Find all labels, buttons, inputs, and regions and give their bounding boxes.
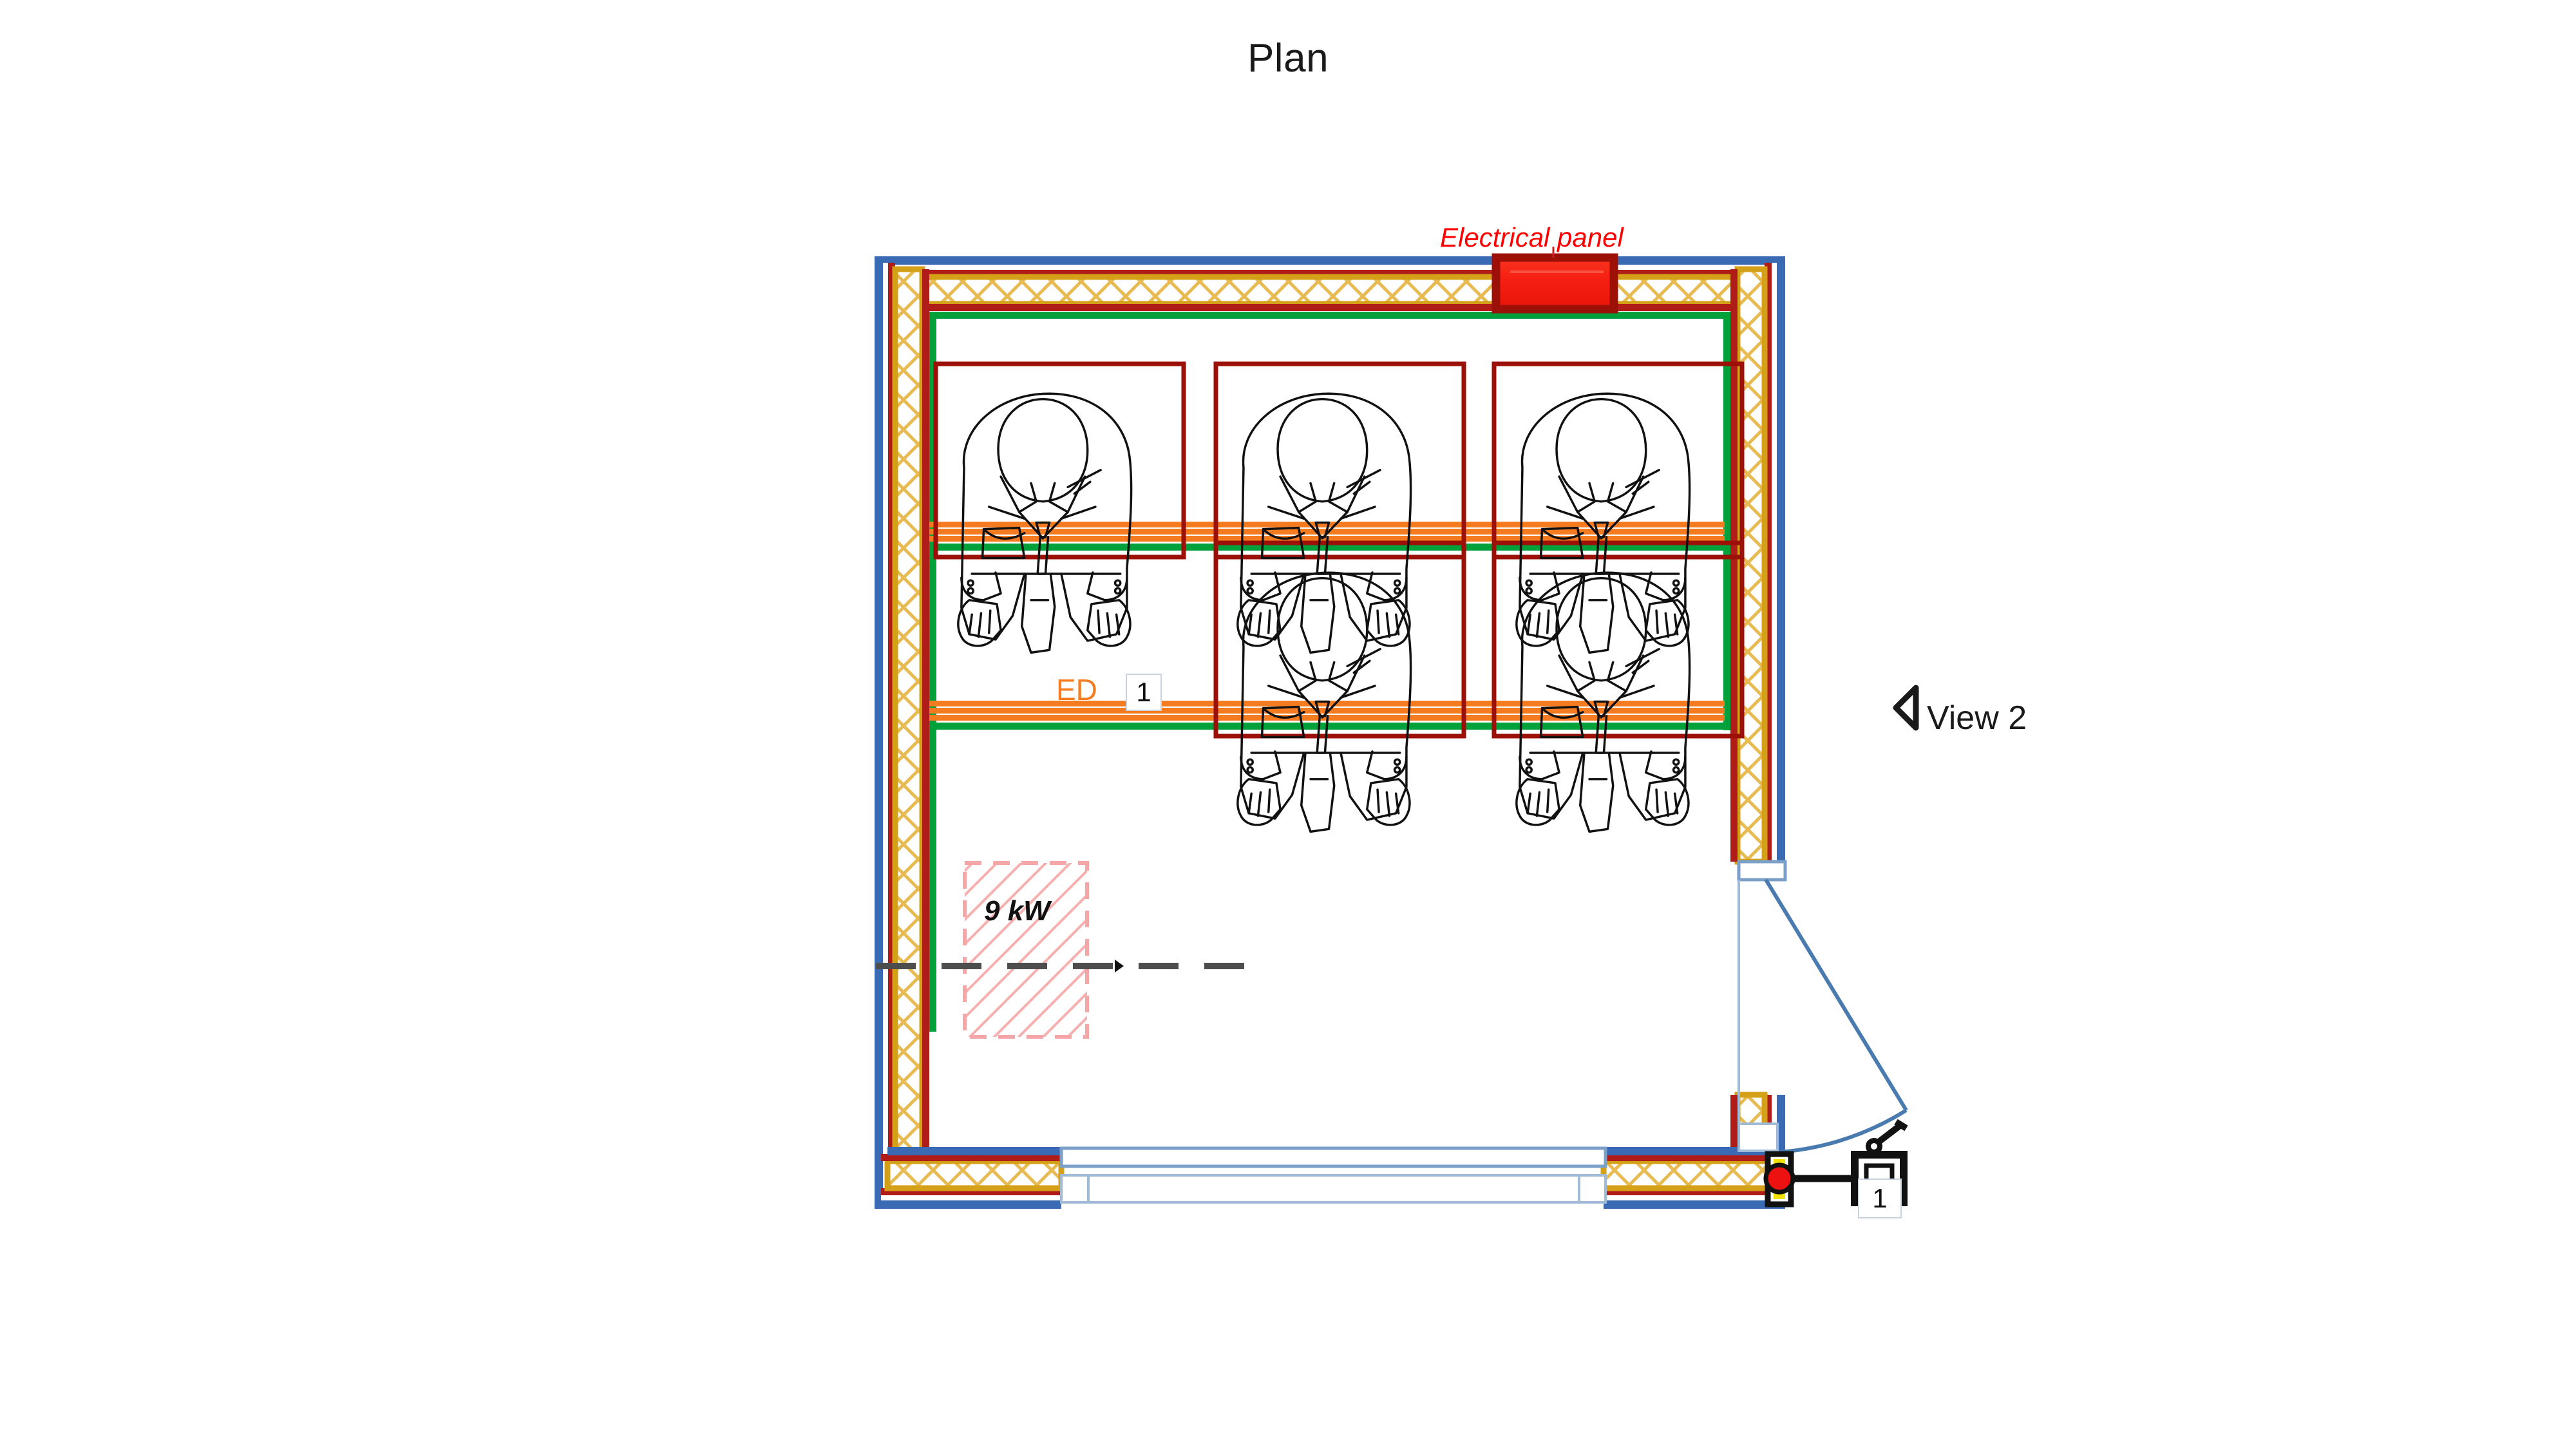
left-wall [875,256,936,1209]
camera-tag-value: 1 [1872,1183,1888,1213]
electrical-panel[interactable] [1492,247,1618,314]
workstation-box [1213,540,1466,739]
occupants-group [957,392,1691,833]
power-rating-label: 9 kW [984,895,1050,927]
led-fixture-label: ED [1056,673,1097,706]
workstation-boxes [933,361,1745,739]
section-line [876,960,1253,972]
led-tag-value: 1 [1136,677,1151,707]
led-tag-badge[interactable]: 1 [1126,674,1162,711]
workstation-box [933,361,1186,560]
electrical-panel-label: Electrical panel [1440,222,1624,252]
top-wall [875,256,1785,319]
heat-zone [963,861,1089,1039]
page-title-text: Plan [1247,36,1329,80]
camera-tag-badge[interactable]: 1 [1858,1179,1902,1218]
view-2-label[interactable]: View 2 [1927,699,2027,737]
bottom-window [1059,1146,1607,1204]
wall-assembly-group [875,247,1908,1209]
right-wall [1723,256,1785,1209]
view-2-arrow-icon[interactable] [1893,685,1919,731]
page-title: Plan [0,35,2576,81]
workstation-box [1213,361,1466,560]
workstation-box [1492,540,1745,739]
workstation-box [1492,361,1745,560]
